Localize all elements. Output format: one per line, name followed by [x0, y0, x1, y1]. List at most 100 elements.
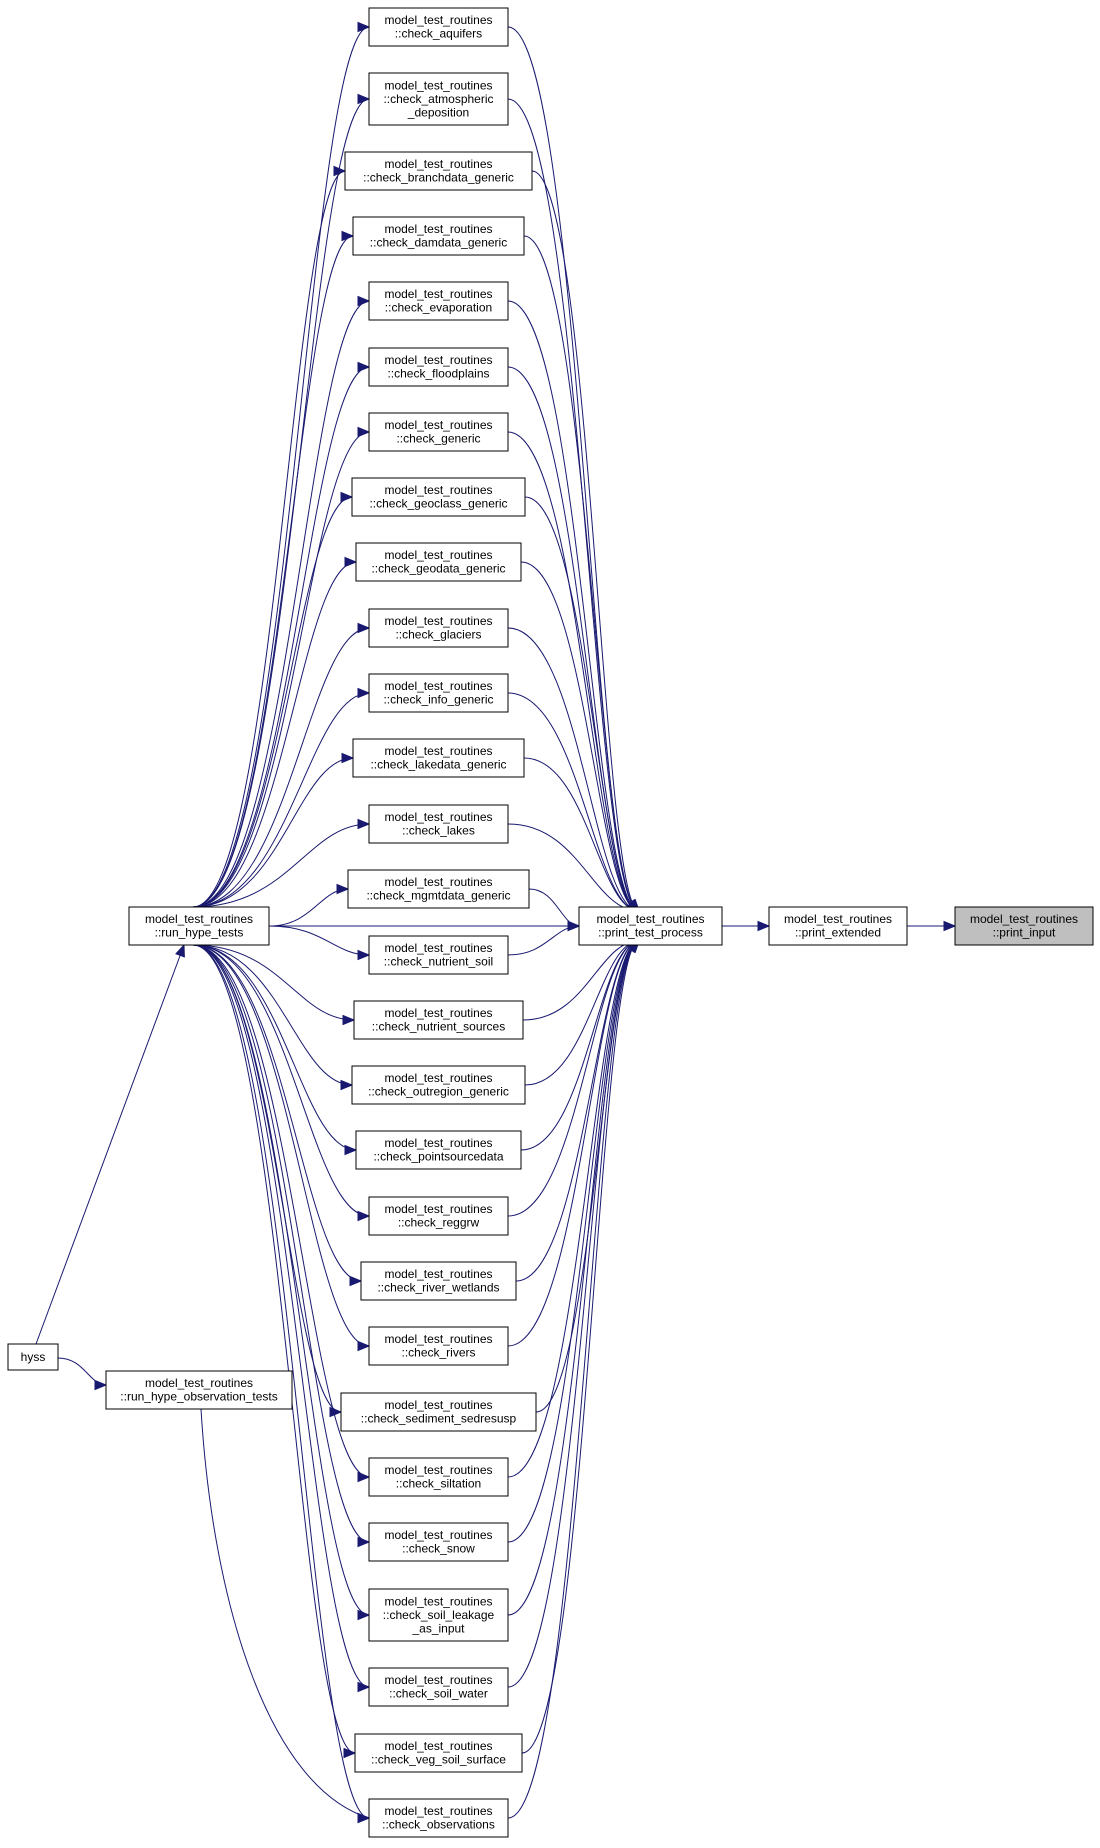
node-box	[368, 1196, 509, 1236]
node-box	[368, 673, 509, 713]
node-box	[368, 72, 509, 126]
node-label: model_test_routines	[384, 1673, 492, 1687]
edge-run-hype-tests-to-check-nutrient-soil	[268, 925, 370, 956]
edge-run-hype-tests-to-check-damdata-generic	[192, 235, 354, 908]
node-label: model_test_routines	[384, 222, 492, 236]
node-label: _deposition	[407, 105, 469, 119]
node-box	[340, 1392, 537, 1432]
node-check-reggrw[interactable]: model_test_routines::check_reggrw	[368, 1196, 509, 1236]
node-check-nutrient-sources[interactable]: model_test_routines::check_nutrient_sour…	[353, 1000, 524, 1040]
nodes-layer: hyssmodel_test_routines::run_hype_testsm…	[7, 7, 1094, 1838]
node-print-test-process[interactable]: model_test_routines::print_test_process	[578, 906, 723, 946]
node-label: ::check_reggrw	[398, 1216, 480, 1230]
node-label: model_test_routines	[384, 1267, 492, 1281]
node-check-soil-leakage-as-input[interactable]: model_test_routines::check_soil_leakage_…	[368, 1588, 509, 1642]
edge-check-observations-to-print-test-process	[507, 940, 640, 1819]
arrowhead	[357, 1471, 371, 1483]
node-label: model_test_routines	[384, 941, 492, 955]
node-check-nutrient-soil[interactable]: model_test_routines::check_nutrient_soil	[368, 935, 509, 975]
node-label: ::check_lakedata_generic	[370, 758, 506, 772]
arrowhead	[357, 1681, 371, 1693]
node-check-sediment-sedresusp[interactable]: model_test_routines::check_sediment_sedr…	[340, 1392, 537, 1432]
node-check-lakes[interactable]: model_test_routines::check_lakes	[368, 804, 509, 844]
node-check-branchdata-generic[interactable]: model_test_routines::check_branchdata_ge…	[344, 151, 533, 191]
arrowhead	[357, 818, 371, 830]
node-check-lakedata-generic[interactable]: model_test_routines::check_lakedata_gene…	[352, 738, 525, 778]
edge-run-hype-tests-to-check-soil-water	[192, 944, 370, 1688]
edge-run-hype-tests-to-check-pointsourcedata	[192, 944, 357, 1151]
node-check-geoclass-generic[interactable]: model_test_routines::check_geoclass_gene…	[351, 477, 526, 517]
edge-check-geoclass-generic-to-print-test-process	[524, 496, 640, 912]
node-label: ::print_extended	[795, 926, 881, 940]
node-label: model_test_routines	[384, 744, 492, 758]
node-check-damdata-generic[interactable]: model_test_routines::check_damdata_gener…	[352, 216, 525, 256]
edge-run-hype-tests-to-check-reggrw	[192, 944, 370, 1217]
edge-run-hype-tests-to-check-geoclass-generic	[192, 496, 353, 908]
node-run-hype-tests[interactable]: model_test_routines::run_hype_tests	[128, 906, 270, 946]
node-check-observations[interactable]: model_test_routines::check_observations	[368, 1798, 509, 1838]
node-label: hyss	[21, 1350, 46, 1364]
node-label: model_test_routines	[384, 1804, 492, 1818]
node-label: ::check_lakes	[402, 824, 475, 838]
node-box	[354, 1733, 523, 1773]
edge-run-hype-tests-to-check-lakes	[192, 823, 370, 908]
edge-run-hype-tests-to-check-floodplains	[192, 366, 370, 908]
node-check-evaporation[interactable]: model_test_routines::check_evaporation	[368, 281, 509, 321]
edge-check-generic-to-print-test-process	[507, 431, 640, 912]
node-box	[128, 906, 270, 946]
edge-check-reggrw-to-print-test-process	[507, 940, 640, 1217]
node-label: ::check_floodplains	[387, 367, 489, 381]
node-check-pointsourcedata[interactable]: model_test_routines::check_pointsourceda…	[355, 1130, 522, 1170]
node-box	[954, 906, 1094, 946]
node-label: model_test_routines	[384, 679, 492, 693]
node-check-mgmtdata-generic[interactable]: model_test_routines::check_mgmtdata_gene…	[347, 869, 530, 909]
node-check-glaciers[interactable]: model_test_routines::check_glaciers	[368, 608, 509, 648]
node-box	[351, 1065, 526, 1105]
node-box	[578, 906, 723, 946]
edge-run-hype-tests-to-check-info-generic	[192, 692, 370, 908]
node-label: ::check_snow	[402, 1542, 475, 1556]
node-box	[368, 281, 509, 321]
node-check-snow[interactable]: model_test_routines::check_snow	[368, 1522, 509, 1562]
node-label: model_test_routines	[784, 912, 892, 926]
node-label: model_test_routines	[384, 1739, 492, 1753]
node-box	[360, 1261, 517, 1301]
node-run-hype-observation-tests[interactable]: model_test_routines::run_hype_observatio…	[105, 1370, 293, 1410]
edge-run-hype-tests-to-check-river-wetlands	[192, 944, 362, 1282]
node-check-veg-soil-surface[interactable]: model_test_routines::check_veg_soil_surf…	[354, 1733, 523, 1773]
node-check-river-wetlands[interactable]: model_test_routines::check_river_wetland…	[360, 1261, 517, 1301]
node-label: ::print_input	[993, 926, 1056, 940]
node-label: ::check_veg_soil_surface	[371, 1753, 506, 1767]
node-hyss[interactable]: hyss	[7, 1343, 59, 1371]
node-print-input[interactable]: model_test_routines::print_input	[954, 906, 1094, 946]
node-check-outregion-generic[interactable]: model_test_routines::check_outregion_gen…	[351, 1065, 526, 1105]
node-check-info-generic[interactable]: model_test_routines::check_info_generic	[368, 673, 509, 713]
node-label: model_test_routines	[384, 1398, 492, 1412]
edge-check-soil-water-to-print-test-process	[507, 940, 640, 1688]
node-check-siltation[interactable]: model_test_routines::check_siltation	[368, 1457, 509, 1497]
node-check-atmospheric-deposition[interactable]: model_test_routines::check_atmospheric_d…	[368, 72, 509, 126]
node-check-soil-water[interactable]: model_test_routines::check_soil_water	[368, 1667, 509, 1707]
arrowhead	[94, 1379, 108, 1391]
node-box	[368, 412, 509, 452]
node-label: model_test_routines	[384, 78, 492, 92]
node-print-extended[interactable]: model_test_routines::print_extended	[768, 906, 908, 946]
node-check-floodplains[interactable]: model_test_routines::check_floodplains	[368, 347, 509, 387]
node-label: model_test_routines	[384, 1463, 492, 1477]
node-box	[368, 7, 509, 47]
edge-run-hype-tests-to-check-siltation	[192, 944, 370, 1478]
node-label: ::check_mgmtdata_generic	[366, 889, 510, 903]
arrowhead	[357, 21, 371, 33]
arrowhead	[349, 1275, 363, 1287]
node-label: model_test_routines	[384, 810, 492, 824]
node-label: ::check_info_generic	[383, 693, 493, 707]
arrowhead	[340, 491, 354, 503]
arrowhead	[357, 687, 371, 699]
arrowhead	[357, 93, 371, 105]
node-check-aquifers[interactable]: model_test_routines::check_aquifers	[368, 7, 509, 47]
node-check-geodata-generic[interactable]: model_test_routines::check_geodata_gener…	[355, 542, 522, 582]
node-label: _as_input	[411, 1621, 465, 1635]
node-check-rivers[interactable]: model_test_routines::check_rivers	[368, 1326, 509, 1366]
node-check-generic[interactable]: model_test_routines::check_generic	[368, 412, 509, 452]
